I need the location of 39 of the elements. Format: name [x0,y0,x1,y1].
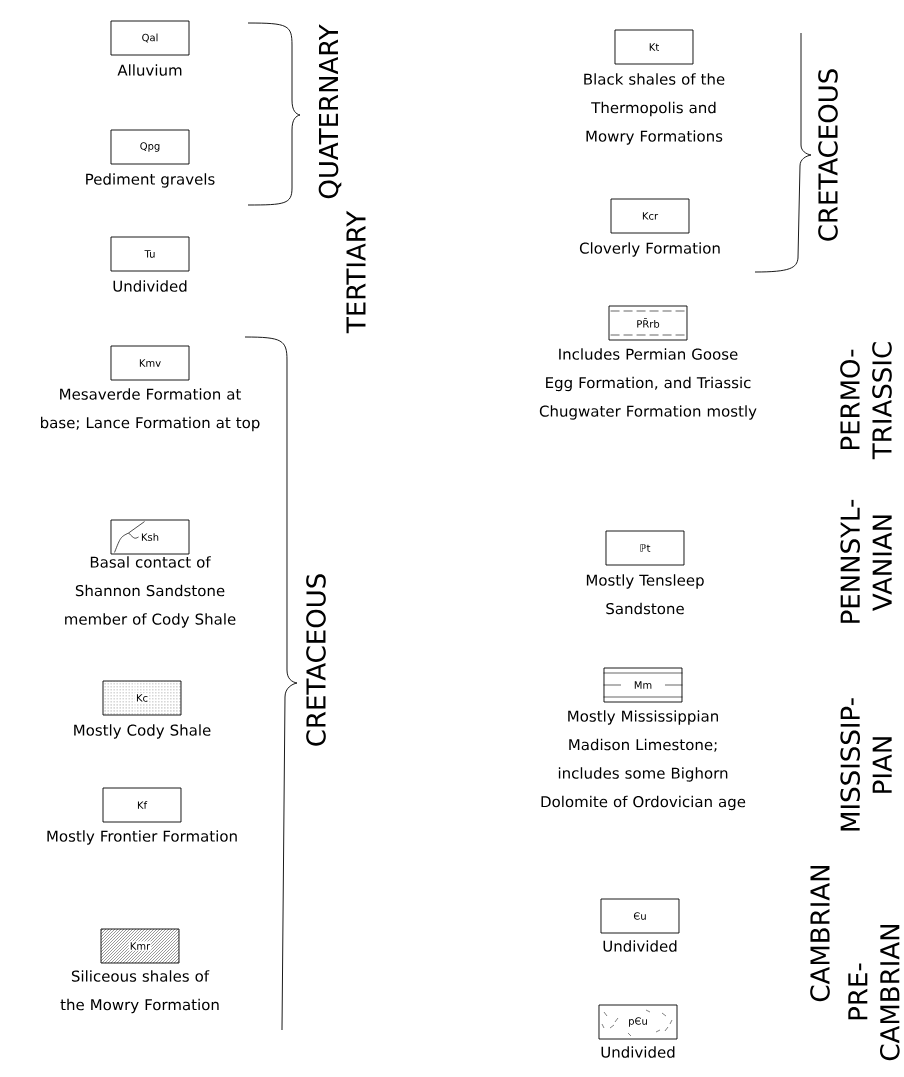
map-unit-box: Qal [110,20,190,56]
unit-description: Mostly Mississippian Madison Limestone; includes some Bighorn Dolomite of Ordovician age [541,710,746,811]
map-unit-box: Qpg [110,129,190,165]
map-unit-box: Tu [110,236,190,272]
period-label: CRETACEOUS [306,574,326,746]
map-unit-box: PR̄rb [608,305,688,341]
period-label: CRETACEOUS [818,69,838,241]
period-label: TERTIARY [346,210,366,334]
map-unit-box: Kf [102,787,182,823]
map-unit-box: Mm [603,667,683,703]
period-label: PERMO- TRIASSIC [840,342,892,460]
map-unit-box: Ksh [110,519,190,555]
map-unit-box: pЄu [598,1004,678,1040]
unit-description: Undivided [603,940,677,952]
map-unit-box: Kc [102,680,182,716]
unit-description: Cloverly Formation [579,242,720,257]
unit-description: Includes Permian Goose Egg Formation, and Triassic Chugwater Formation mostly [539,348,757,420]
unit-description: Mostly Tensleep Sandstone [586,574,704,615]
unit-description: Black shales of the Thermopolis and Mowry Formations [584,73,725,145]
period-label: PRE- CAMBRIAN [848,924,900,1061]
map-unit-box: Kmv [110,345,190,381]
period-label: MISSISSIP- PIAN [840,698,892,831]
map-unit-box: Kcr [610,198,690,234]
map-unit-box: ℙt [605,530,685,566]
unit-description: Mostly Cody Shale [74,724,211,739]
unit-description: Undivided [601,1046,675,1058]
unit-description: Alluvium [117,64,182,76]
period-label: PENNSYL- VANIAN [840,499,892,623]
unit-description: Mostly Frontier Formation [47,830,237,845]
period-label: CAMBRIAN [810,865,830,1002]
unit-description: Undivided [113,280,187,292]
unit-description: Pediment gravels [86,173,215,188]
unit-description: Basal contact of Shannon Sandstone member of Cody Shale [65,556,236,628]
unit-description: Siliceous shales of the Mowry Formation [60,970,219,1014]
period-label: QUATERNARY [318,24,342,199]
unit-description: Mesaverde Formation at base; Lance Formation at top [41,388,260,432]
map-unit-box: Kmr [100,928,180,964]
map-unit-box: Єu [600,898,680,934]
map-unit-box: Kt [614,29,694,65]
